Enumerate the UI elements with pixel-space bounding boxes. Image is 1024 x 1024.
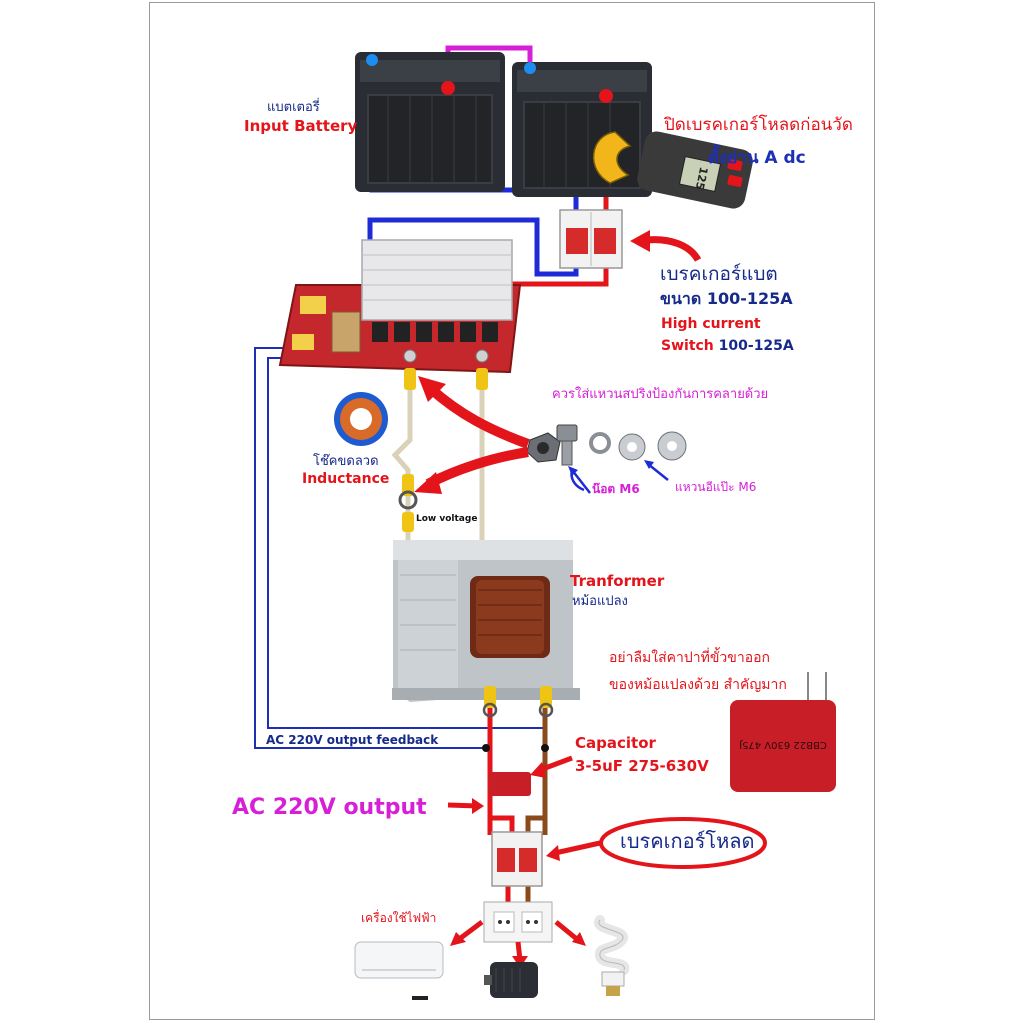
breaker-icon-battery: [559, 209, 623, 269]
arrow-to-board-terminal: [426, 384, 530, 449]
washer-pointer-arrow: [647, 463, 669, 481]
outlet-icon: [483, 901, 553, 943]
meter-off-label: ปิดเบรคเกอร์โหลดก่อนวัด: [664, 115, 853, 135]
capacitor-spec: 3-5uF 275-630V: [575, 757, 709, 775]
appliances-label: เครื่องใช้ไฟฟ้า: [361, 911, 437, 925]
switch-prefix: Switch: [661, 338, 714, 354]
arrow-to-battery-breaker: [645, 236, 702, 262]
capacitor-icon-small: [489, 772, 531, 796]
bolt-icon: [526, 424, 578, 466]
cap-note-line2: ของหม้อแปลงด้วย สำคัญมาก: [609, 677, 787, 693]
feedback-label: AC 220V output feedback: [266, 733, 439, 747]
arrow-to-inductor-terminal: [425, 447, 529, 489]
board-negative-wire: [367, 217, 579, 277]
capacitor-marking: CBB22 630V 475J: [739, 739, 827, 750]
washer-icon-flat-1: [618, 433, 646, 461]
inductance-label: Inductance: [302, 471, 390, 487]
breaker-icon-load: [491, 831, 543, 887]
ac-output-label: AC 220V output: [232, 795, 427, 820]
battery-breaker-size: ขนาด 100-125A: [660, 289, 793, 308]
air-conditioner-icon: [354, 941, 444, 1000]
washer-icon-flat-2: [657, 431, 687, 461]
battery-label: Input Battery: [244, 117, 358, 135]
battery-icon-right: [512, 62, 652, 197]
cap-note-line1: อย่าลืมใส่คาปาที่ขั้วขาออก: [609, 650, 771, 666]
choke-thai-label: โช๊คขดลวด: [313, 454, 379, 469]
board-positive-wire: [484, 262, 609, 287]
low-voltage-label: Low voltage: [416, 514, 478, 524]
transformer-label: Tranformer: [570, 572, 665, 590]
high-current-label: High current: [661, 316, 761, 332]
inverter-board-icon: [278, 239, 522, 374]
battery-icon-left: [355, 52, 505, 192]
switch-rating-line: Switch 100-125A: [661, 338, 794, 354]
feedback-wire: [254, 347, 490, 749]
washer-icon-spring: [589, 432, 611, 454]
arrow-to-load-breaker: [554, 840, 601, 856]
battery-breaker-label: เบรคเกอร์แบต: [660, 263, 778, 285]
ring-terminal-inductance: [398, 474, 418, 510]
spring-washer-note: ควรใส่แหวนสปริงป้องกันการคลายด้วย: [552, 387, 769, 402]
capacitor-icon-large: CBB22 630V 475J: [730, 672, 836, 792]
cfl-bulb-icon: [593, 915, 630, 996]
clamp-meter-icon: 125: [593, 131, 753, 209]
load-breaker-label: เบรคเกอร์โหลด: [620, 829, 755, 853]
switch-rating: 100-125A: [718, 338, 794, 354]
load-breaker-oval: [599, 817, 767, 869]
capacitor-label: Capacitor: [575, 734, 656, 752]
arrow-to-capacitor: [539, 755, 573, 773]
bolt-label: น๊อต M6: [592, 482, 640, 496]
meter-display: 125: [693, 166, 710, 191]
meter-range-label: ตั้งย่าน A dc: [708, 148, 806, 168]
motor-icon: [484, 962, 538, 998]
transformer-icon: [392, 540, 580, 702]
toroid-icon: [334, 392, 388, 446]
transformer-thai-label: หม้อแปลง: [572, 594, 628, 609]
bolt-pointer-arrow: [571, 469, 591, 494]
washer-label: แหวนอีแป๊ะ M6: [675, 480, 757, 494]
battery-thai-label: แบตเตอรี่: [267, 100, 320, 115]
